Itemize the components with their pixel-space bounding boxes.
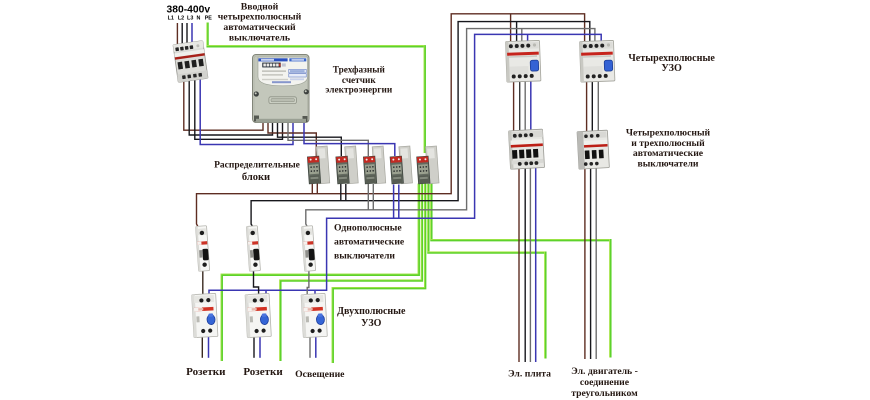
svg-text:380-400v: 380-400v: [167, 5, 211, 16]
svg-text:Вводной: Вводной: [241, 1, 279, 12]
svg-text:Четырехполюсные: Четырехполюсные: [628, 53, 715, 64]
svg-text:УЗО: УЗО: [661, 63, 682, 74]
svg-text:L2: L2: [178, 16, 184, 22]
svg-text:PE: PE: [205, 16, 213, 22]
svg-text:Трехфазный: Трехфазный: [333, 65, 386, 76]
svg-text:Эл. двигатель -: Эл. двигатель -: [571, 366, 638, 377]
svg-text:Розетки: Розетки: [243, 366, 283, 378]
svg-text:треугольником: треугольником: [571, 388, 638, 399]
svg-text:автоматический: автоматический: [223, 22, 296, 33]
svg-text:соединение: соединение: [580, 377, 630, 388]
svg-text:и трехполюсный: и трехполюсный: [631, 138, 705, 149]
svg-text:Освещение: Освещение: [295, 369, 345, 380]
svg-text:Двухполюсные: Двухполюсные: [337, 306, 406, 317]
svg-text:Четырехполюсный: Четырехполюсный: [626, 128, 711, 139]
svg-text:УЗО: УЗО: [361, 318, 381, 329]
svg-text:Однополюсные: Однополюсные: [334, 222, 402, 233]
svg-text:четырехполюсный: четырехполюсный: [218, 12, 302, 23]
svg-text:автоматические: автоматические: [633, 148, 704, 159]
svg-text:Розетки: Розетки: [186, 366, 226, 378]
svg-text:N: N: [197, 16, 201, 22]
svg-text:счетчик: счетчик: [342, 76, 376, 86]
svg-text:автоматические: автоматические: [334, 237, 405, 248]
svg-text:блоки: блоки: [242, 172, 270, 183]
svg-text:выключатели: выключатели: [638, 158, 699, 169]
svg-text:Эл. плита: Эл. плита: [508, 369, 551, 380]
svg-text:электроэнергии: электроэнергии: [325, 86, 392, 96]
svg-text:L1: L1: [168, 16, 174, 22]
svg-text:выключатель: выключатель: [229, 32, 290, 43]
svg-text:Распределительные: Распределительные: [214, 161, 300, 171]
svg-text:L3: L3: [187, 16, 193, 22]
svg-text:выключатели: выключатели: [334, 251, 395, 262]
